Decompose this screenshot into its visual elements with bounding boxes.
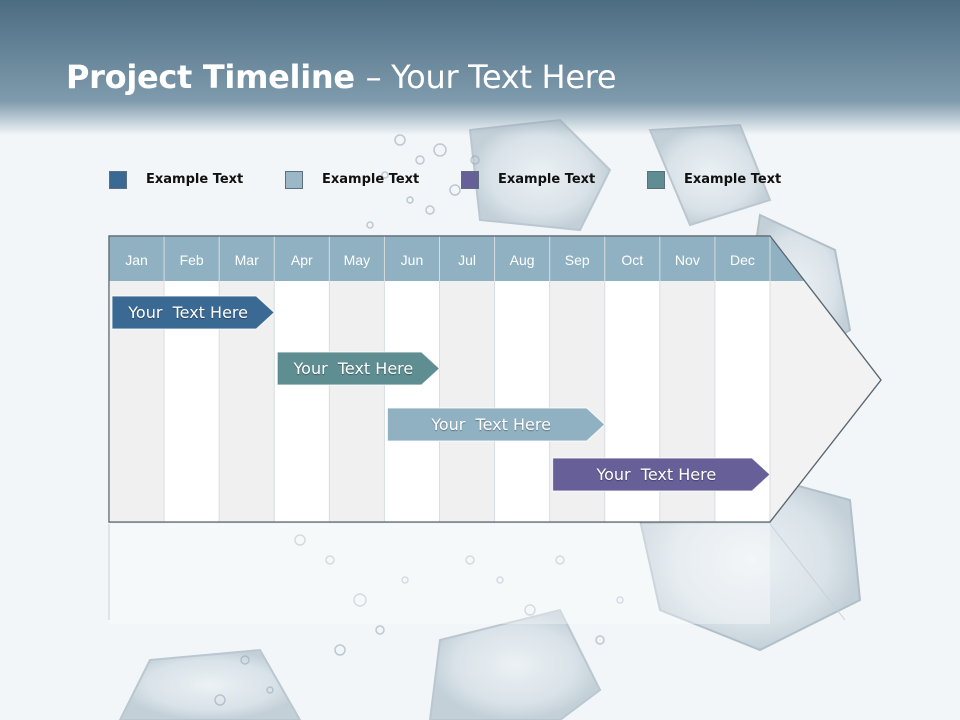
title-main: Project Timeline	[66, 58, 355, 96]
legend-label-3: Example Text	[498, 172, 596, 187]
month-label-feb: Feb	[180, 252, 204, 268]
timeline-outline	[108, 235, 882, 523]
month-label-jul: Jul	[458, 252, 476, 268]
month-column-apr	[274, 281, 330, 522]
month-label-apr: Apr	[291, 252, 313, 268]
timeline-reflection-edge-right	[769, 523, 846, 621]
legend-swatch-4	[647, 171, 665, 189]
month-label-sep: Sep	[565, 252, 590, 268]
legend-swatch-1	[109, 171, 127, 189]
month-header-aug	[494, 236, 550, 281]
month-header-apr	[274, 236, 330, 281]
month-label-jun: Jun	[401, 252, 424, 268]
timeline-bar-1	[111, 295, 275, 330]
month-header-mar	[219, 236, 275, 281]
legend-label-4: Example Text	[684, 172, 782, 187]
month-header-dec	[714, 236, 770, 281]
timeline-bar-label-4: Your Text Here	[596, 465, 717, 484]
timeline-bar-4	[552, 457, 771, 492]
month-header-nov	[659, 236, 715, 281]
month-label-may: May	[344, 252, 370, 268]
month-label-dec: Dec	[730, 252, 755, 268]
timeline-bar-label-2: Your Text Here	[293, 359, 414, 378]
title-bar: Project Timeline – Your Text Here	[0, 0, 960, 130]
month-column-jul	[439, 281, 495, 522]
legend-swatch-3	[461, 171, 479, 189]
month-header-jun	[384, 236, 440, 281]
month-label-oct: Oct	[621, 252, 643, 268]
month-label-jan: Jan	[125, 252, 148, 268]
timeline-bar-label-1: Your Text Here	[128, 303, 248, 322]
month-column-jun	[384, 281, 440, 522]
month-column-aug	[494, 281, 550, 522]
month-header-jan	[109, 236, 165, 281]
month-label-nov: Nov	[675, 252, 700, 268]
timeline-reflection	[109, 524, 770, 624]
timeline-bar-2	[276, 351, 441, 386]
timeline-bar-label-3: Your Text Here	[431, 415, 551, 434]
title-subtitle: – Your Text Here	[365, 58, 617, 96]
slide-title: Project Timeline – Your Text Here	[66, 58, 617, 96]
month-column-may	[329, 281, 385, 522]
timeline-bar-3	[386, 407, 606, 442]
month-header-jul	[439, 236, 495, 281]
legend-label-1: Example Text	[146, 172, 244, 187]
month-header-feb	[164, 236, 220, 281]
month-label-mar: Mar	[235, 252, 259, 268]
month-header-oct	[604, 236, 660, 281]
month-label-aug: Aug	[510, 252, 535, 268]
month-header-may	[329, 236, 385, 281]
month-header-sep	[549, 236, 605, 281]
legend-label-2: Example Text	[322, 172, 420, 187]
legend-swatch-2	[285, 171, 303, 189]
